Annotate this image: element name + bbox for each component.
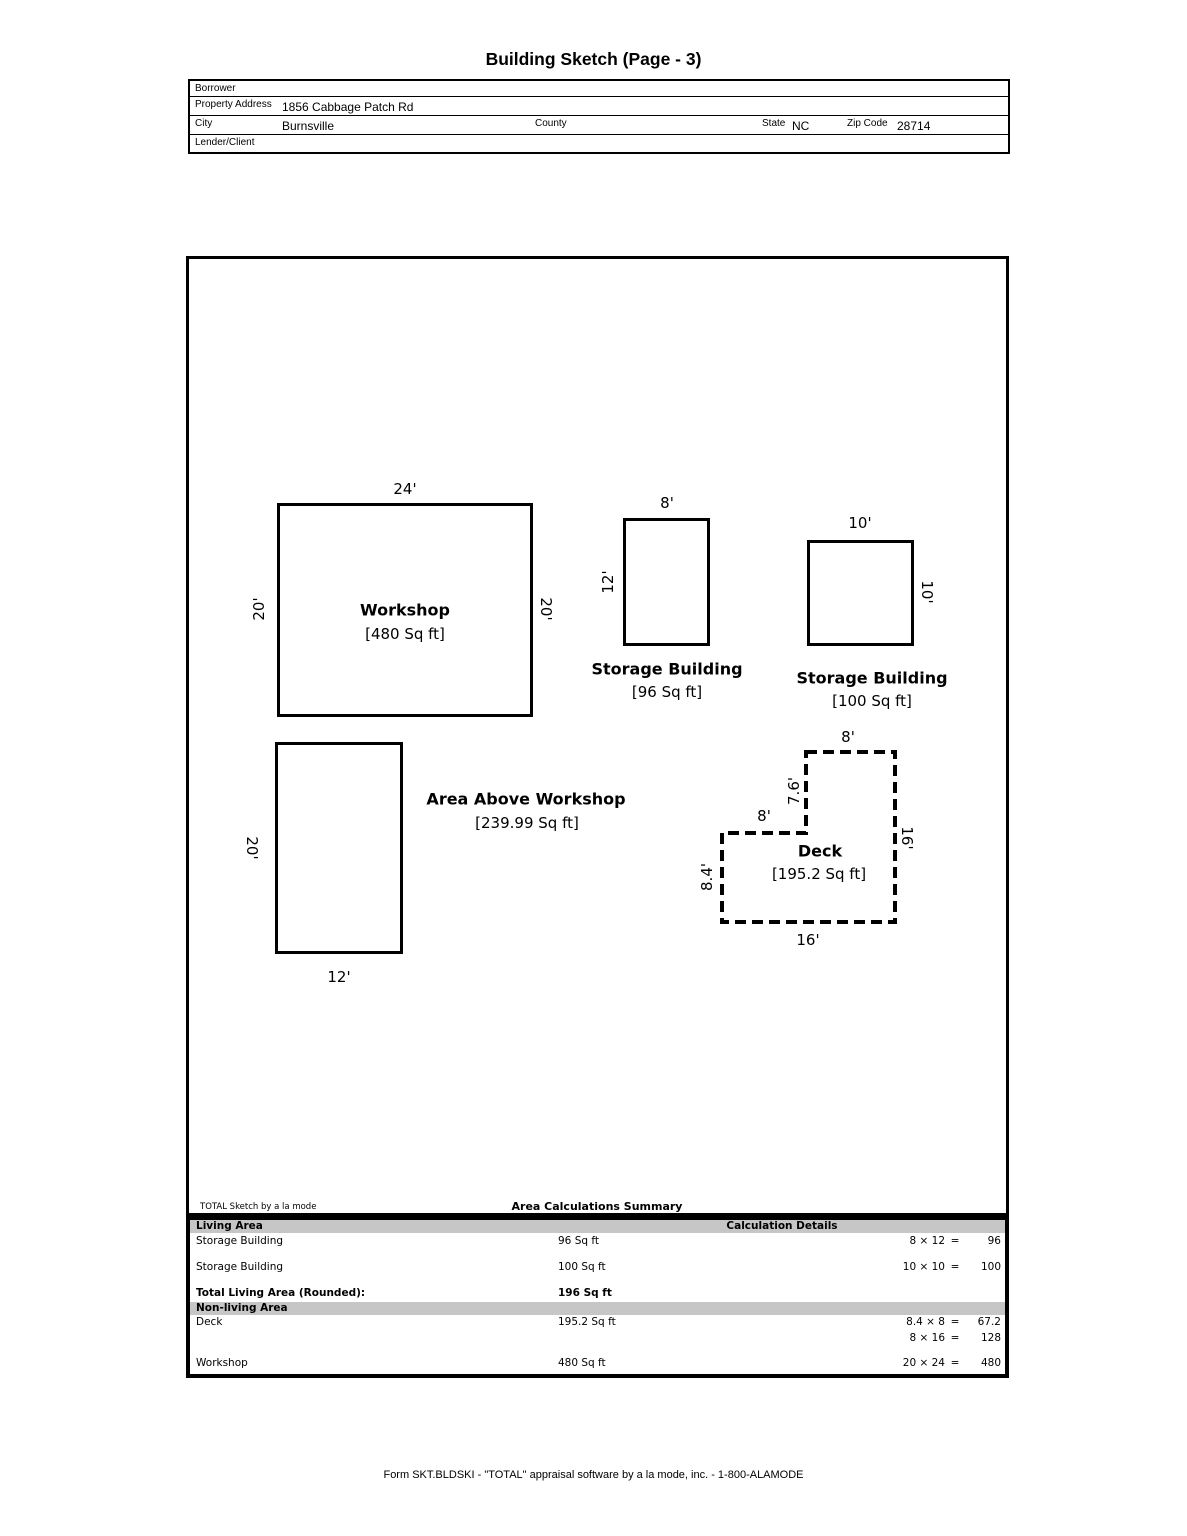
calc-result: 128 (980, 1332, 1001, 1344)
storage-small-dim-left: 12' (599, 570, 617, 594)
storage-small-name: Storage Building (591, 659, 743, 679)
borrower-label: Borrower (195, 83, 236, 94)
state-label: State (762, 118, 786, 129)
deck-dim-right: 16' (898, 826, 916, 850)
row-area: 195.2 Sq ft (558, 1316, 616, 1328)
workshop-shape (277, 503, 533, 717)
property-address-value: 1856 Cabbage Patch Rd (282, 100, 414, 114)
workshop-name: Workshop (360, 600, 450, 620)
workshop-dim-right: 20' (537, 597, 555, 621)
workshop-dim-left: 20' (250, 597, 268, 621)
area-calculations-table: Living Area Calculation Details Storage … (186, 1216, 1009, 1378)
calc-result: 67.2 (977, 1316, 1001, 1328)
storage-large-shape (807, 540, 914, 646)
deck-dim-top: 8' (841, 728, 855, 746)
city-value: Burnsville (282, 119, 335, 133)
table-row: Storage Building 96 Sq ft 8 × 12 = 96 (190, 1235, 1005, 1248)
area-above-workshop-dim-left: 20' (243, 836, 261, 860)
area-above-workshop-area: [239.99 Sq ft] (475, 814, 579, 832)
row-calculation: 8.4 × 8 = 67.2 (887, 1316, 1001, 1328)
storage-large-dim-top: 10' (848, 514, 872, 532)
calc-expression: 10 × 10 (902, 1261, 945, 1273)
calc-result: 96 (987, 1235, 1001, 1247)
calc-result: 480 (980, 1357, 1001, 1369)
storage-large-area: [100 Sq ft] (832, 692, 912, 710)
calc-expression: 20 × 24 (902, 1357, 945, 1369)
storage-large-dim-right: 10' (918, 580, 936, 604)
area-above-workshop-shape (275, 742, 403, 954)
deck-dim-left: 8.4' (698, 863, 716, 891)
city-state-zip-row: City Burnsville County State NC Zip Code… (190, 116, 1008, 135)
area-calculations-title: Area Calculations Summary (511, 1200, 683, 1213)
row-name: Workshop (196, 1357, 248, 1369)
property-address-label: Property Address (195, 99, 272, 110)
row-area: 100 Sq ft (558, 1261, 606, 1273)
county-label: County (535, 118, 567, 129)
row-calculation: 20 × 24 = 480 (887, 1357, 1001, 1369)
living-area-header-row: Living Area Calculation Details (190, 1220, 1005, 1233)
living-area-header: Living Area (196, 1220, 263, 1232)
total-sketch-branding: TOTAL Sketch by a la mode (200, 1202, 317, 1212)
lender-client-row: Lender/Client (190, 135, 1008, 152)
table-row-continuation: 8 × 16 = 128 (190, 1332, 1005, 1345)
calc-result: 100 (980, 1261, 1001, 1273)
row-area: 96 Sq ft (558, 1235, 599, 1247)
city-label: City (195, 118, 213, 129)
storage-small-dim-top: 8' (660, 494, 674, 512)
calc-expression: 8 × 12 (909, 1235, 945, 1247)
nonliving-area-header-row: Non-living Area (190, 1302, 1005, 1315)
area-above-workshop-name: Area Above Workshop (426, 789, 626, 809)
row-name: Deck (196, 1316, 223, 1328)
calc-expression: 8.4 × 8 (906, 1316, 945, 1328)
row-calculation: 10 × 10 = 100 (887, 1261, 1001, 1273)
total-living-area-value: 196 Sq ft (558, 1287, 612, 1299)
deck-shape (720, 750, 897, 924)
workshop-area: [480 Sq ft] (365, 625, 445, 643)
page-title: Building Sketch (Page - 3) (485, 49, 702, 69)
row-area: 480 Sq ft (558, 1357, 606, 1369)
property-address-row: Property Address 1856 Cabbage Patch Rd (190, 97, 1008, 116)
calc-equals: = (950, 1357, 960, 1369)
form-footer: Form SKT.BLDSKI - "TOTAL" appraisal soft… (383, 1469, 804, 1481)
zip-code-label: Zip Code (847, 118, 888, 129)
deck-dim-step: 7.6' (785, 777, 803, 805)
calc-expression: 8 × 16 (909, 1332, 945, 1344)
row-calculation: 8 × 12 = 96 (887, 1235, 1001, 1247)
total-living-area-label: Total Living Area (Rounded): (196, 1287, 366, 1299)
nonliving-area-header: Non-living Area (196, 1302, 288, 1314)
row-name: Storage Building (196, 1261, 284, 1273)
sketch-canvas-border (186, 256, 1009, 1216)
calculation-details-header: Calculation Details (726, 1220, 838, 1232)
storage-large-name: Storage Building (796, 668, 948, 688)
calc-equals: = (950, 1235, 960, 1247)
deck-name: Deck (797, 841, 843, 861)
row-name: Storage Building (196, 1235, 284, 1247)
deck-dim-inner: 8' (757, 807, 771, 825)
area-above-workshop-dim-bottom: 12' (327, 968, 351, 986)
borrower-row: Borrower (190, 81, 1008, 97)
lender-client-label: Lender/Client (195, 137, 255, 148)
storage-small-area: [96 Sq ft] (631, 683, 703, 701)
row-calculation: 8 × 16 = 128 (887, 1332, 1001, 1344)
calc-equals: = (950, 1332, 960, 1344)
deck-dim-bottom: 16' (796, 931, 820, 949)
deck-area: [195.2 Sq ft] (771, 865, 867, 883)
calc-equals: = (950, 1261, 960, 1273)
zip-code-value: 28714 (897, 119, 931, 133)
state-value: NC (792, 119, 810, 133)
calc-equals: = (950, 1316, 960, 1328)
total-living-area-row: Total Living Area (Rounded): 196 Sq ft (190, 1287, 1005, 1300)
storage-small-shape (623, 518, 710, 646)
property-header-table: Borrower Property Address 1856 Cabbage P… (188, 79, 1010, 154)
table-row: Deck 195.2 Sq ft 8.4 × 8 = 67.2 (190, 1316, 1005, 1329)
workshop-dim-top: 24' (393, 480, 417, 498)
table-row: Workshop 480 Sq ft 20 × 24 = 480 (190, 1357, 1005, 1370)
table-row: Storage Building 100 Sq ft 10 × 10 = 100 (190, 1261, 1005, 1274)
